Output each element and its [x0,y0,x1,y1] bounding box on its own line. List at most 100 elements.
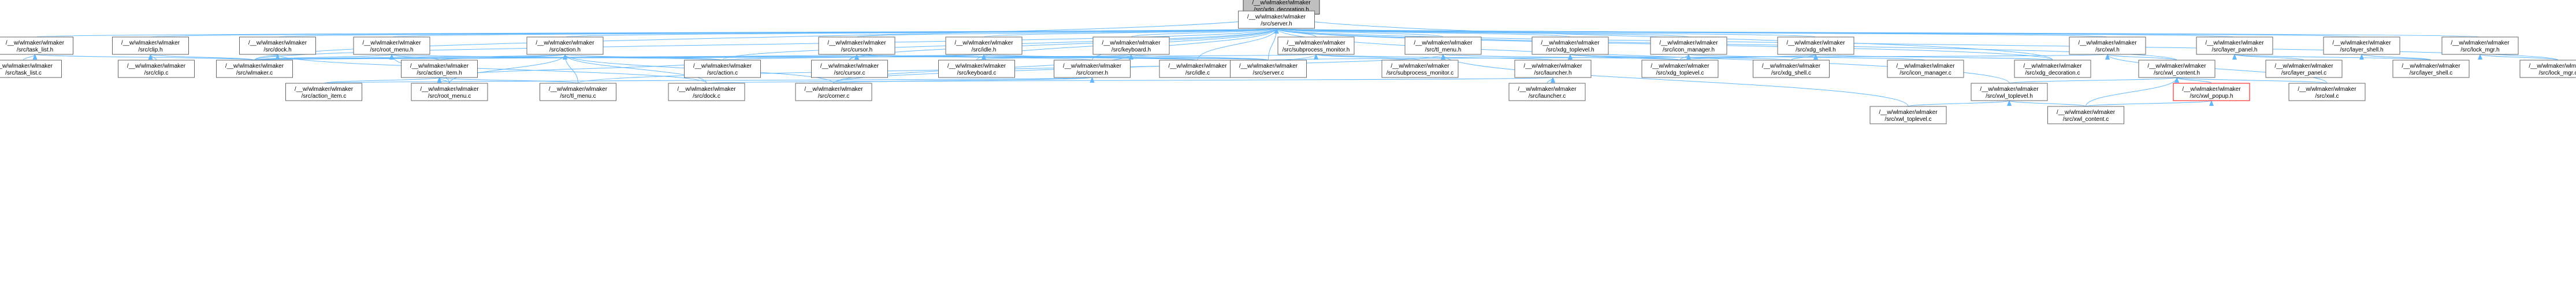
node-keyboard-c[interactable]: /__w/wlmaker/wlmaker/src/keyboard.c [938,60,1015,78]
node-label-path: /__w/wlmaker/wlmaker [2078,40,2137,46]
edge-task_list_c-includes-task_list_h [23,54,38,61]
node-subprocess-monitor-h[interactable]: /__w/wlmaker/wlmaker/src/subprocess_moni… [1277,36,1355,55]
node-subprocess-monitor-c[interactable]: /__w/wlmaker/wlmaker/src/subprocess_moni… [1381,60,1459,78]
node-label-path: /__w/wlmaker/wlmaker [827,40,886,46]
node-xwl-content-h[interactable]: /__w/wlmaker/wlmaker/src/xwl_content.h [2138,60,2216,78]
node-cursor-c[interactable]: /__w/wlmaker/wlmaker/src/cursor.c [811,60,888,78]
node-cursor-h[interactable]: /__w/wlmaker/wlmaker/src/cursor.h [818,36,895,55]
node-tl-menu-h[interactable]: /__w/wlmaker/wlmaker/src/tl_menu.h [1404,36,1482,55]
node-box [1277,36,1355,55]
node-task-list-c[interactable]: /__w/wlmaker/wlmaker/src/task_list.c [0,60,62,78]
node-xwl-h[interactable]: /__w/wlmaker/wlmaker/src/xwl.h [2069,36,2146,55]
node-box [540,83,616,101]
node-xwl-content-c[interactable]: /__w/wlmaker/wlmaker/src/xwl_content.c [2047,106,2124,124]
node-idle-h[interactable]: /__w/wlmaker/wlmaker/src/idle.h [945,36,1023,55]
node-label-path: /__w/wlmaker/wlmaker [1287,40,1345,46]
node-xdg-toplevel-h[interactable]: /__w/wlmaker/wlmaker/src/xdg_toplevel.h [1532,36,1609,55]
edge-keyboard_c-includes-keyboard_h [976,54,1133,61]
node-box [216,60,293,78]
node-label-path: /__w/wlmaker/wlmaker [295,86,354,93]
node-server-h[interactable]: /__w/wlmaker/wlmaker/src/server.h [1238,10,1315,29]
node-box [1238,10,1315,29]
node-lock-mgr-c[interactable]: /__w/wlmaker/wlmaker/src/lock_mgr.c [2519,60,2576,78]
node-clip-h[interactable]: /__w/wlmaker/wlmaker/src/clip.h [112,36,189,55]
node-launcher-c[interactable]: /__w/wlmaker/wlmaker/src/launcher.c [1508,83,1586,101]
edge-idle_h-includes-server_h [983,28,1278,38]
node-layer-panel-c[interactable]: /__w/wlmaker/wlmaker/src/layer_panel.c [2265,60,2343,78]
edge-wlmaker_c-includes-action_h [254,54,567,61]
node-label-path: /__w/wlmaker/wlmaker [1786,40,1845,46]
node-root-menu-h[interactable]: /__w/wlmaker/wlmaker/src/root_menu.h [353,36,430,55]
node-root-menu-c[interactable]: /__w/wlmaker/wlmaker/src/root_menu.c [411,83,488,101]
node-label-file: /src/lock_mgr.c [2539,70,2576,76]
node-xdg-toplevel-c[interactable]: /__w/wlmaker/wlmaker/src/xdg_toplevel.c [1641,60,1719,78]
edge-wlmaker_c-includes-task_list_h [33,54,255,61]
node-label-path: /__w/wlmaker/wlmaker [677,86,736,93]
node-xwl-toplevel-h[interactable]: /__w/wlmaker/wlmaker/src/xwl_toplevel.h [1971,83,2048,101]
edge-icon_manager_c-includes-icon_manager_h [1686,54,1926,61]
node-xdg-shell-h[interactable]: /__w/wlmaker/wlmaker/src/xdg_shell.h [1777,36,1854,55]
node-box [1532,36,1609,55]
node-idle-c[interactable]: /__w/wlmaker/wlmaker/src/idle.c [1159,60,1236,78]
node-label-file: /src/root_menu.c [428,93,471,99]
node-box [1753,60,1830,78]
node-clip-c[interactable]: /__w/wlmaker/wlmaker/src/clip.c [118,60,195,78]
node-box [795,83,872,101]
node-label-path: /__w/wlmaker/wlmaker [1896,63,1955,69]
node-box [1092,36,1170,55]
edge-xdg_decoration_c-includes-xdg_shell_h [1813,54,2053,61]
edge-wlmaker_c-includes-clip_h [148,54,255,61]
node-xwl-c[interactable]: /__w/wlmaker/wlmaker/src/xwl.c [2288,83,2366,101]
node-xdg-decoration-c[interactable]: /__w/wlmaker/wlmaker/src/xdg_decoration.… [2014,60,2091,78]
edge-server_c-includes-xwl_h [1268,54,2109,61]
node-keyboard-h[interactable]: /__w/wlmaker/wlmaker/src/keyboard.h [1092,36,1170,55]
node-label-path: /__w/wlmaker/wlmaker [225,63,284,69]
node-task-list-h[interactable]: /__w/wlmaker/wlmaker/src/task_list.h [0,36,73,55]
node-label-file: /src/root_menu.h [370,47,413,53]
node-action-item-c[interactable]: /__w/wlmaker/wlmaker/src/action_item.c [285,83,362,101]
node-label-file: /src/xwl_popup.h [2190,93,2233,99]
node-label-file: /src/subprocess_monitor.c [1386,70,1454,76]
node-box [811,60,888,78]
node-server-c[interactable]: /__w/wlmaker/wlmaker/src/server.c [1230,60,1307,78]
node-layer-panel-h[interactable]: /__w/wlmaker/wlmaker/src/layer_panel.h [2196,36,2273,55]
node-xdg-shell-c[interactable]: /__w/wlmaker/wlmaker/src/xdg_shell.c [1753,60,1830,78]
node-label-path: /__w/wlmaker/wlmaker [1541,40,1600,46]
node-icon-manager-c[interactable]: /__w/wlmaker/wlmaker/src/icon_manager.c [1887,60,1964,78]
node-label-file: /src/lock_mgr.h [2460,47,2499,53]
node-launcher-h[interactable]: /__w/wlmaker/wlmaker/src/launcher.h [1514,60,1592,78]
node-label-path: /__w/wlmaker/wlmaker [804,86,863,93]
node-action-h[interactable]: /__w/wlmaker/wlmaker/src/action.h [526,36,604,55]
edge-server_c-includes-keyboard_h [1129,54,1269,61]
node-icon-manager-h[interactable]: /__w/wlmaker/wlmaker/src/icon_manager.h [1650,36,1727,55]
node-label-file: /src/keyboard.c [957,70,997,76]
node-lock-mgr-h[interactable]: /__w/wlmaker/wlmaker/src/lock_mgr.h [2441,36,2519,55]
node-xwl-popup-h[interactable]: /__w/wlmaker/wlmaker/src/xwl_popup.h [2173,83,2250,101]
node-corner-h[interactable]: /__w/wlmaker/wlmaker/src/corner.h [1054,60,1131,78]
node-wlmaker-c[interactable]: /__w/wlmaker/wlmaker/src/wlmaker.c [216,60,293,78]
node-label-path: /__w/wlmaker/wlmaker [693,63,752,69]
node-action-c[interactable]: /__w/wlmaker/wlmaker/src/action.c [684,60,761,78]
node-tl-menu-c[interactable]: /__w/wlmaker/wlmaker/src/tl_menu.c [540,83,616,101]
node-label-path: /__w/wlmaker/wlmaker [1651,63,1709,69]
node-xwl-toplevel-c[interactable]: /__w/wlmaker/wlmaker/src/xwl_toplevel.c [1869,106,1947,124]
edge-tl_menu_c-includes-action_item_h [437,77,578,84]
node-layer-shell-c[interactable]: /__w/wlmaker/wlmaker/src/layer_shell.c [2392,60,2470,78]
node-label-file: /src/xdg_toplevel.h [1546,47,1594,53]
node-label-file: /src/action.h [549,47,581,53]
node-label-file: /src/dock.h [263,47,291,53]
node-dock-h[interactable]: /__w/wlmaker/wlmaker/src/dock.h [239,36,316,55]
edge-launcher_h-includes-subprocess_monitor_h [1314,54,1553,61]
node-label-path: /__w/wlmaker/wlmaker [1102,40,1161,46]
node-label-file: /src/clip.h [138,47,162,53]
node-action-item-h[interactable]: /__w/wlmaker/wlmaker/src/action_item.h [401,60,478,78]
node-dock-c[interactable]: /__w/wlmaker/wlmaker/src/dock.c [668,83,745,101]
node-box [2288,83,2366,101]
edge-wlmaker_c-includes-dock_h [254,54,280,61]
node-layer-shell-h[interactable]: /__w/wlmaker/wlmaker/src/layer_shell.h [2323,36,2400,55]
node-box [2265,60,2343,78]
node-corner-c[interactable]: /__w/wlmaker/wlmaker/src/corner.c [795,83,872,101]
node-label-file: /src/layer_shell.c [2410,70,2452,76]
edge-subprocess_monitor_c-includes-subprocess_monitor_h [1314,54,1421,61]
